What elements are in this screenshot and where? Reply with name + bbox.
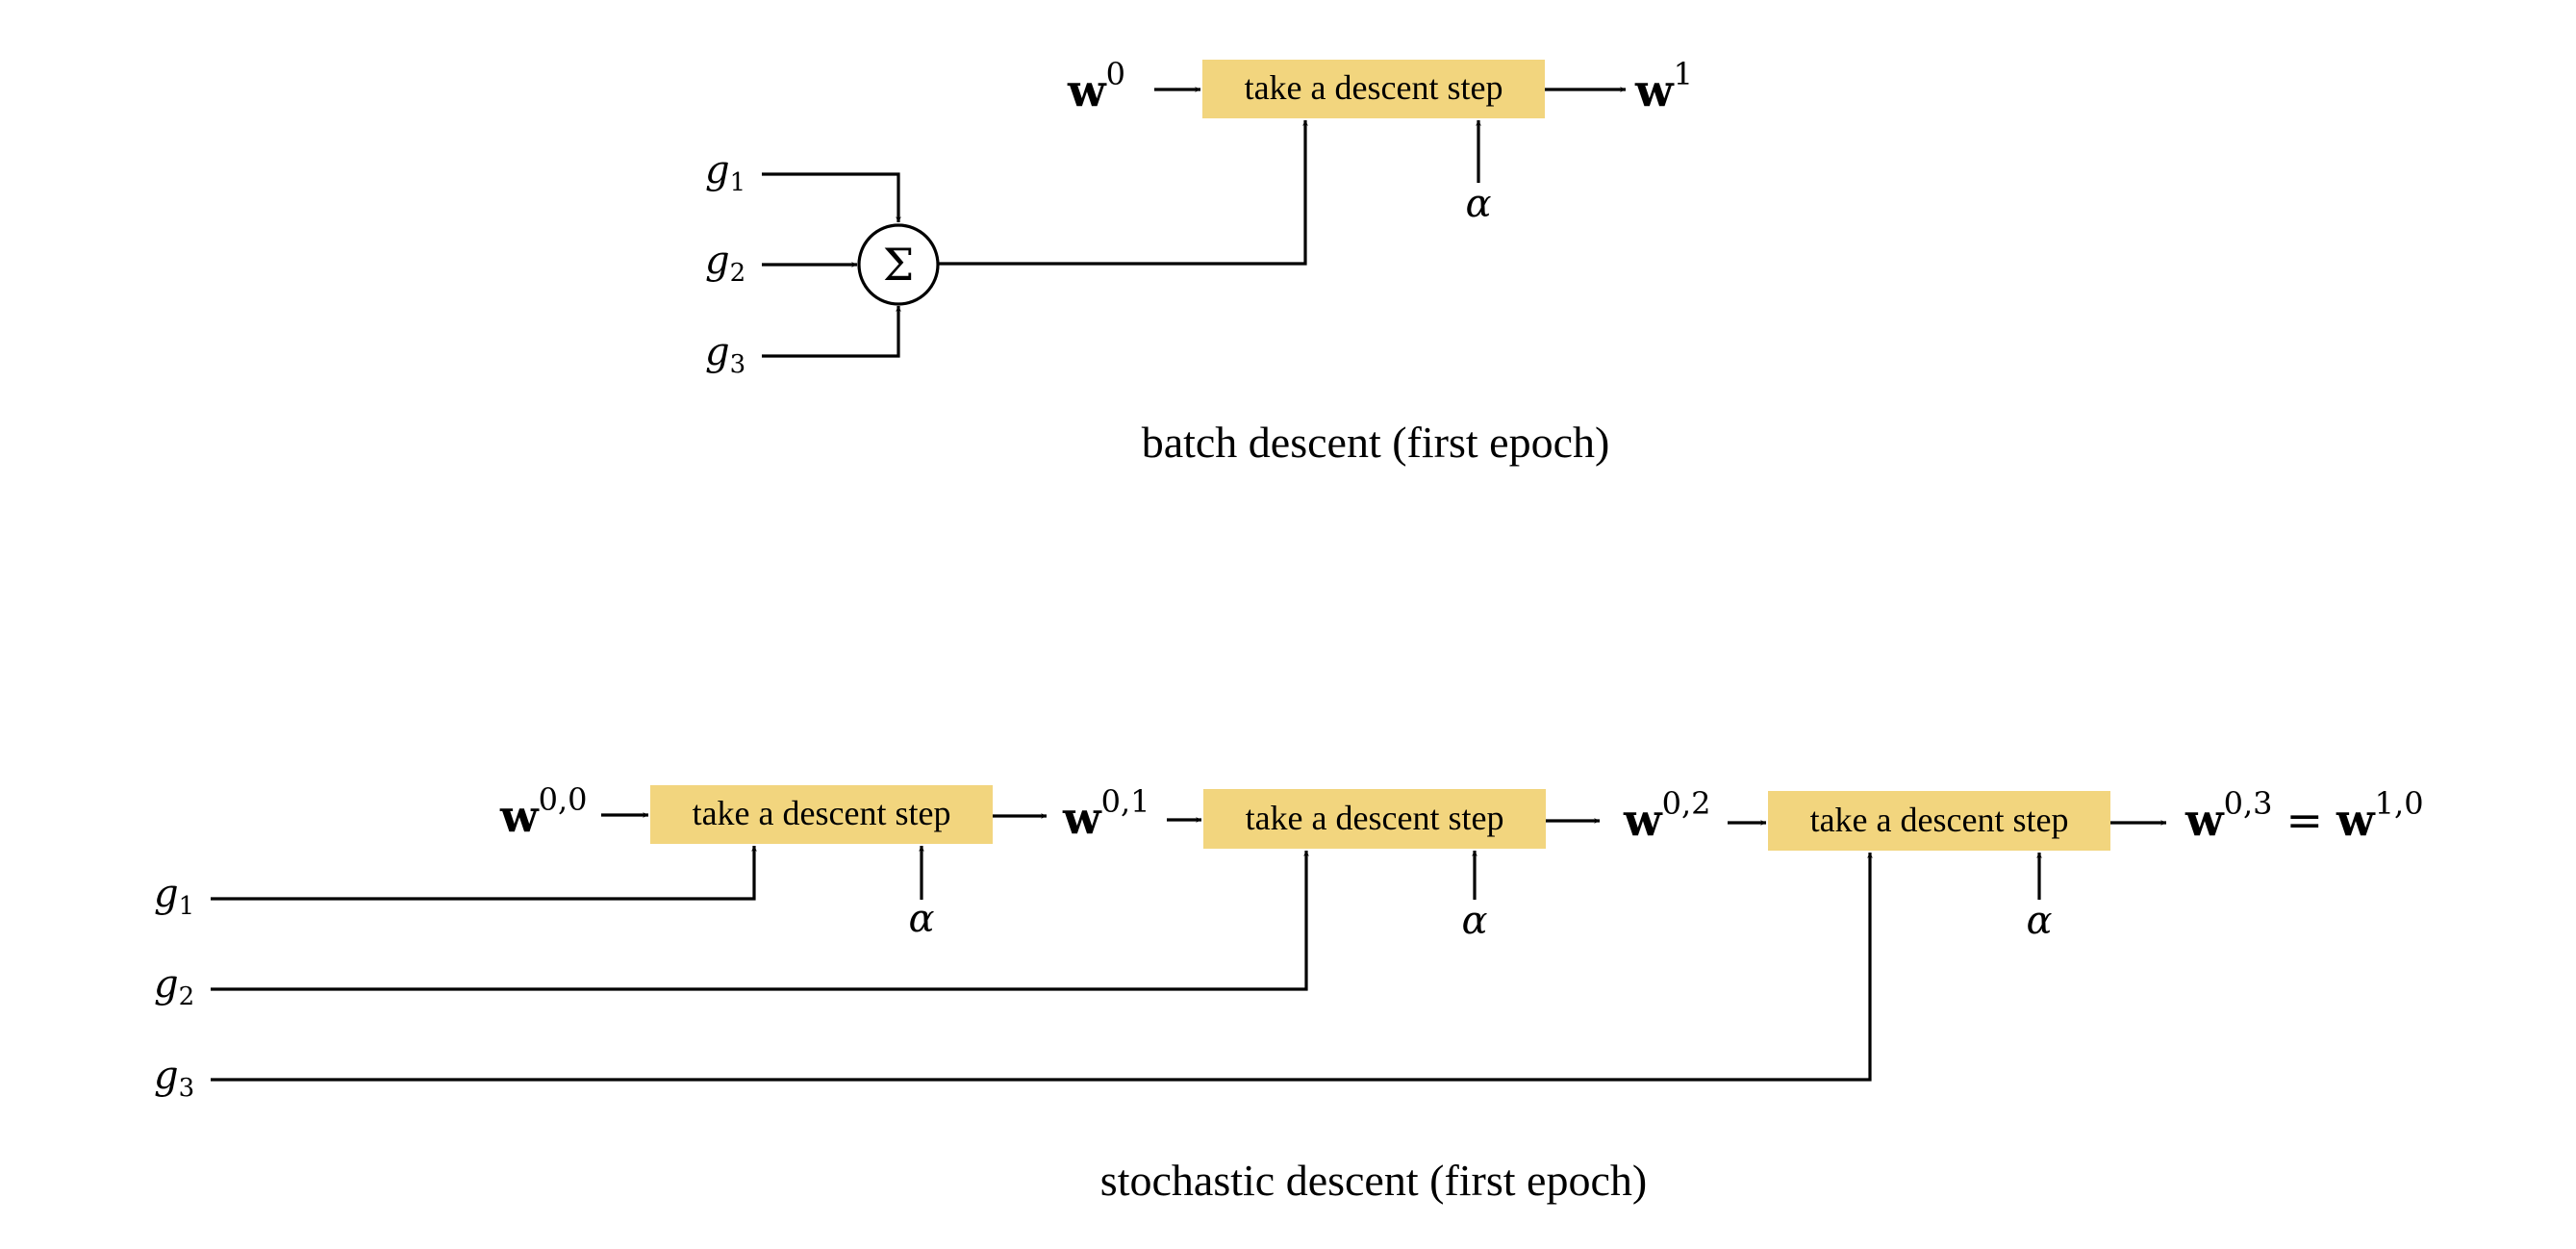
stochastic-step-box-3 [1768,791,2110,851]
stochastic-step-box-1 [650,785,993,844]
batch-gradient-g3: g3 [705,330,745,379]
stochastic-gradient-g3: g3 [154,1054,194,1103]
batch-g1-wire [762,172,901,222]
stochastic-gradient-g2: g2 [154,962,194,1011]
stochastic-step-box-2-label: take a descent step [1246,799,1504,837]
stochastic-caption: stochastic descent (first epoch) [1100,1156,1647,1205]
batch-sum-to-step-wire [938,119,1308,266]
batch-gradient-g1: g1 [705,148,745,197]
stochastic-alpha-label-3: α [2026,899,2052,943]
stochastic-g2-wire [211,851,1309,991]
stochastic-alpha-label-2: α [1461,899,1487,943]
stochastic-gradient-g1: g1 [154,872,194,921]
stochastic-step-box-2 [1203,789,1546,849]
batch-output-weight: w1 [1634,56,1693,116]
stochastic-weight-0-2: w0,2 [1623,785,1711,846]
stochastic-g3-wire [211,853,1873,1082]
sigma-icon: Σ [883,239,915,291]
batch-g3-wire [762,306,901,358]
stochastic-weight-0-0: w0,0 [499,781,588,842]
batch-gradient-g2: g2 [705,239,745,288]
batch-input-weight: w0 [1067,56,1125,116]
stochastic-step-box-1-label: take a descent step [693,794,951,832]
stochastic-g1-wire [211,846,757,901]
stochastic-alpha-label-1: α [908,897,934,941]
stochastic-step-box-3-label: take a descent step [1810,801,2069,839]
batch-descent-panel: w0 take a descent step w1 α g1 g2 g3 Σ b… [705,56,1693,467]
stochastic-descent-panel: w0,0 take a descent step α w0,1 take a d… [154,781,2424,1205]
stochastic-weight-0-1: w0,1 [1062,783,1150,844]
batch-step-box [1202,60,1545,118]
batch-alpha-label: α [1465,182,1491,226]
stochastic-final-weight: w0,3=w1,0 [2185,785,2424,846]
batch-step-box-label: take a descent step [1245,68,1503,107]
batch-caption: batch descent (first epoch) [1142,418,1610,467]
